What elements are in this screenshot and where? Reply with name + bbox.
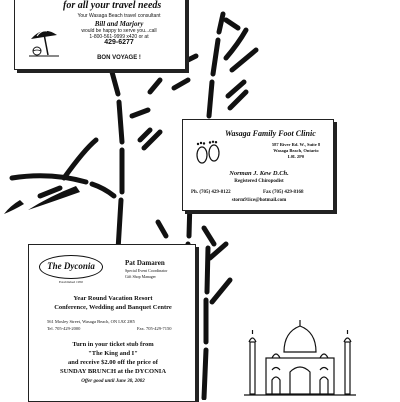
travel-closing: BON VOYAGE ! <box>97 55 141 61</box>
dyconia-heading-1: Year Round Vacation Resort <box>73 295 153 302</box>
foot-clinic-address-1: 587 River Rd. W., Suite 8 <box>271 142 321 147</box>
beach-umbrella-icon <box>29 30 59 57</box>
dyconia-logo-name: The Dyconia <box>47 261 95 271</box>
foot-clinic-fax: Fax (705) 429-8168 <box>263 190 304 195</box>
travel-line-2: would be happy to serve you...call <box>81 28 157 34</box>
foot-clinic-role: Registered Chiropodist <box>234 179 284 184</box>
dyconia-tel: Tel. 705-429-2000 <box>47 326 81 331</box>
dyconia-offer: Offer good until June 30, 2002 <box>81 379 145 384</box>
travel-line-1: Your Wasaga Beach travel consultant <box>77 13 161 19</box>
dyconia-promo-1: Turn in your ticket stub from <box>72 341 154 348</box>
travel-consultant-names: Bill and Marjory <box>94 20 144 28</box>
dyconia-fax: Fax. 705-429-7150 <box>137 326 172 331</box>
travel-consultant-card: for all your travel needs Your Wasaga Be… <box>14 0 186 70</box>
dyconia-card: The Dyconia Established 1950 Pat Damaren… <box>28 244 196 402</box>
travel-tagline: for all your travel needs <box>63 0 162 11</box>
taj-mahal-illustration <box>244 320 356 396</box>
dyconia-logo-sub: Established 1950 <box>58 280 83 284</box>
footprints-icon <box>196 140 220 164</box>
dyconia-promo-3: and receive $2.00 off the price of <box>68 359 158 366</box>
foot-clinic-address-2: Wasaga Beach, Ontario <box>273 148 319 153</box>
dyconia-address: 561 Mosley Street, Wasaga Beach, ON L9Z … <box>47 319 135 324</box>
dyconia-promo-2: "The King and I" <box>88 350 138 357</box>
dyconia-promo-4: SUNDAY BRUNCH at the DYCONIA <box>59 368 167 375</box>
foot-clinic-address-3: L0L 2P0 <box>287 154 305 159</box>
foot-clinic-title: Wasaga Family Foot Clinic <box>225 129 316 138</box>
travel-phone: 429-6277 <box>104 39 134 46</box>
dyconia-heading-2: Conference, Wedding and Banquet Centre <box>54 304 172 311</box>
dyconia-contact-role-1: Special Event Coordinator <box>125 268 168 273</box>
foot-clinic-card: Wasaga Family Foot Clinic 587 River Rd. … <box>182 119 334 211</box>
dyconia-contact-role-2: Gift Shop Manager <box>125 274 156 279</box>
foot-clinic-phone: Ph. (705) 429-8122 <box>191 190 231 195</box>
foot-clinic-email: storm91ice@hotmail.com <box>231 198 287 203</box>
travel-line-3: 1-800-561-9999 x420 or at <box>89 34 149 40</box>
foot-clinic-doctor: Norman J. Kew D.Ch. <box>229 170 289 177</box>
dyconia-contact-name: Pat Damaren <box>125 259 165 267</box>
dyconia-logo: The Dyconia <box>39 255 103 279</box>
